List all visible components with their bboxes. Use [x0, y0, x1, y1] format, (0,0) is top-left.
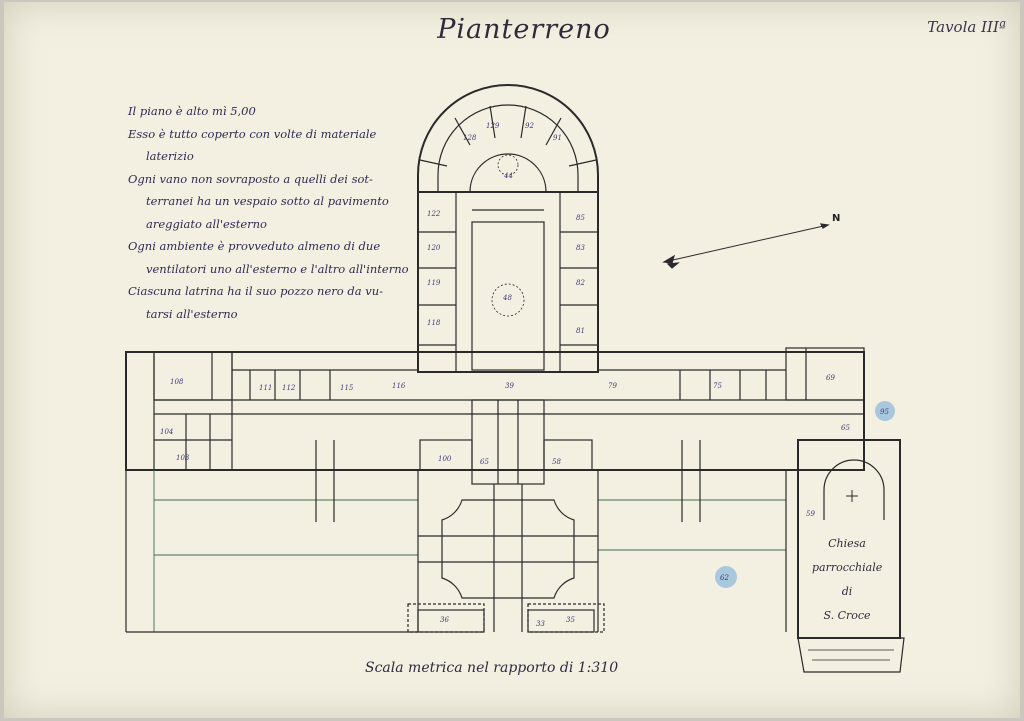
well-circle: [491, 283, 525, 317]
church-apse: [823, 459, 885, 520]
arrow-fletching-icon: [662, 254, 680, 269]
note-line: laterizio: [146, 149, 194, 163]
marker-62-icon: [715, 566, 737, 588]
room-number: 59: [806, 510, 815, 518]
room-number: 95: [880, 408, 889, 416]
room-number: 129: [486, 122, 500, 130]
room-number: 65: [841, 424, 850, 432]
apse-inner-wall: [437, 104, 579, 192]
room-number: 35: [566, 616, 575, 624]
drawing-title: Pianterreno: [437, 14, 611, 45]
north-wing-outline: [417, 191, 599, 373]
scale-caption: Scala metrica nel rapporto di 1:310: [365, 660, 619, 676]
main-range-outline: [125, 351, 865, 471]
room-number: 118: [427, 319, 441, 327]
arrow-head-icon: [819, 223, 830, 229]
central-block: [471, 399, 545, 485]
room-number: 65: [480, 458, 489, 466]
room-number: 91: [553, 134, 562, 142]
room-number: 104: [160, 428, 173, 436]
room-number: 39: [505, 382, 514, 390]
church-steps: [797, 637, 905, 673]
marker-95-icon: [875, 401, 895, 421]
room-number: 83: [576, 244, 585, 252]
church-label-line: di: [841, 585, 853, 598]
room-number: 112: [282, 384, 296, 392]
east-pavilion: [785, 347, 865, 401]
central-cross-court: [441, 499, 575, 599]
room-number: 82: [576, 279, 585, 287]
room-number: 128: [463, 134, 477, 142]
room-number: 92: [525, 122, 534, 130]
church-label-line: Chiesa parrocchiale: [812, 537, 883, 574]
notes-block: Il piano è alto mì 5,00 Esso è tutto cop…: [128, 100, 409, 325]
north-label: N: [832, 213, 841, 224]
note-line: Il piano è alto mì 5,00: [128, 104, 256, 118]
note-line: terranei ha un vespaio sotto al paviment…: [146, 194, 389, 208]
room-number: 111: [259, 384, 272, 392]
drawing-sheet: Pianterreno Tavola IIIª Il piano è alto …: [4, 2, 1020, 718]
room-number: 36: [440, 616, 449, 624]
apse-chapel: [469, 153, 547, 193]
room-number: 62: [720, 574, 729, 582]
room-number: 122: [427, 210, 441, 218]
room-number: 33: [536, 620, 545, 628]
note-line: tarsi all'esterno: [146, 306, 238, 321]
room-number: 44: [503, 172, 513, 180]
plate-number: Tavola IIIª: [927, 18, 1006, 36]
room-number: 108: [170, 378, 184, 386]
note-line: Ogni vano non sovraposto a quelli dei so…: [128, 171, 373, 186]
room-number: 75: [713, 382, 722, 390]
note-line: Ciascuna latrina ha il suo pozzo nero da…: [128, 284, 383, 298]
note-line: Esso è tutto coperto con volte di materi…: [128, 126, 377, 141]
room-number: 115: [340, 384, 354, 392]
room-number: 69: [826, 374, 835, 382]
room-number: 119: [427, 279, 441, 287]
church-label: Chiesa parrocchiale di S. Croce: [812, 532, 882, 628]
room-number: 48: [502, 294, 512, 302]
room-number: 81: [576, 327, 585, 335]
west-pavilion: [153, 351, 233, 401]
room-number: 103: [176, 454, 190, 462]
room-number: 79: [608, 382, 617, 390]
apse-outer-wall: [417, 84, 599, 192]
note-line: areggiato all'esterno: [146, 216, 267, 231]
room-number: 116: [392, 382, 406, 390]
room-number: 120: [427, 244, 441, 252]
room-number: 100: [438, 455, 452, 463]
note-line: Ogni ambiente è provveduto almeno di due: [128, 239, 381, 253]
note-line: ventilatori uno all'esterno e l'altro al…: [146, 261, 409, 276]
north-courtyard: [471, 221, 545, 371]
north-arrow-icon: [663, 224, 829, 263]
church-label-line: S. Croce: [823, 609, 871, 622]
room-number: 58: [552, 458, 561, 466]
room-number: 85: [576, 214, 585, 222]
